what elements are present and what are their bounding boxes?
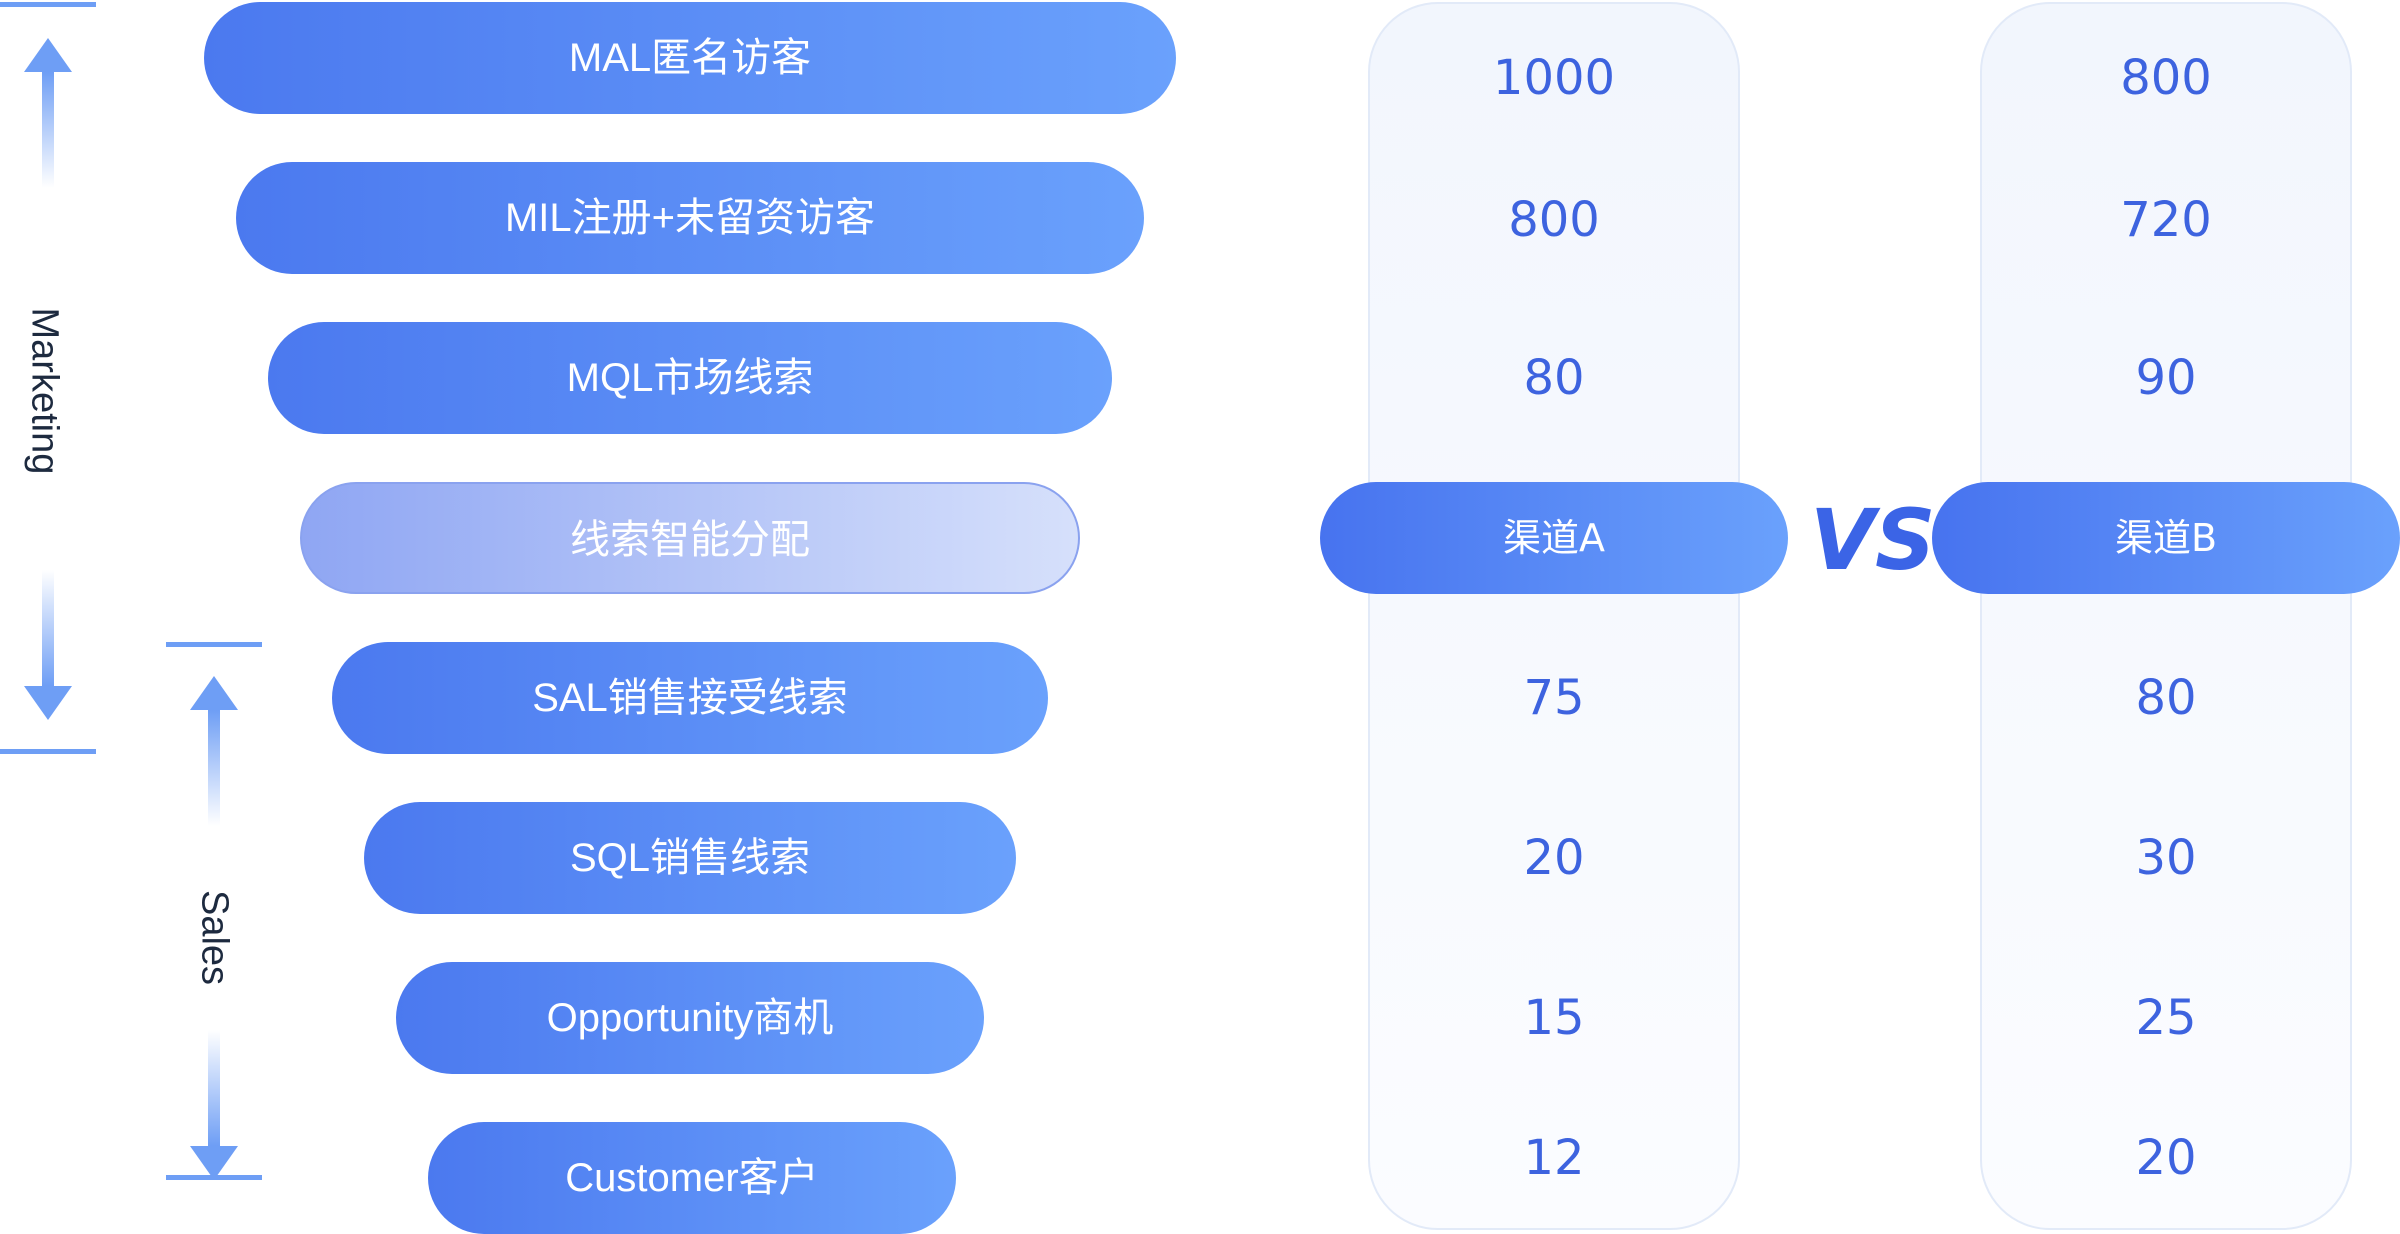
channel-a-value-mil: 800 [1508,192,1600,248]
sales-stage-label: Sales [193,889,236,986]
channel-b-value-mql: 90 [2135,350,2197,406]
channel-a-column [1368,2,1740,1230]
marketing-up-arrow-icon [24,38,72,188]
channel-a-label: 渠道A [1320,482,1788,594]
funnel-stage-opportunity: Opportunity商机 [396,962,984,1074]
funnel-stage-lead-distribution: 线索智能分配 [300,482,1080,594]
channel-b-value-sql: 30 [2135,830,2197,886]
sales-down-arrow-icon [190,1030,238,1180]
channel-a-value-mal: 1000 [1492,50,1616,106]
channel-b-value-mal: 800 [2120,50,2212,106]
sales-up-arrow-icon [190,676,238,826]
sales-bottom-line [166,1175,262,1180]
channel-a-value-customer: 12 [1523,1130,1585,1186]
funnel-stage-sql: SQL销售线索 [364,802,1016,914]
funnel-stage-mal: MAL匿名访客 [204,2,1176,114]
channel-a-value-sal: 75 [1523,670,1585,726]
funnel-stage-sal: SAL销售接受线索 [332,642,1048,754]
channel-b-value-customer: 20 [2135,1130,2197,1186]
sales-top-line [166,642,262,647]
funnel-stage-customer: Customer客户 [428,1122,956,1234]
marketing-down-arrow-icon [24,570,72,720]
marketing-top-line [0,2,96,7]
funnel-stage-mql: MQL市场线索 [268,322,1112,434]
marketing-stage-label: Marketing [23,307,66,475]
channel-b-label: 渠道B [1932,482,2400,594]
marketing-bottom-line [0,749,96,754]
channel-b-value-opportunity: 25 [2135,990,2197,1046]
funnel-stage-mil: MIL注册+未留资访客 [236,162,1144,274]
channel-b-column [1980,2,2352,1230]
channel-b-value-mil: 720 [2120,192,2212,248]
vs-label: VS [1810,491,1936,589]
channel-a-value-mql: 80 [1523,350,1585,406]
channel-a-value-sql: 20 [1523,830,1585,886]
channel-a-value-opportunity: 15 [1523,990,1585,1046]
channel-b-value-sal: 80 [2135,670,2197,726]
